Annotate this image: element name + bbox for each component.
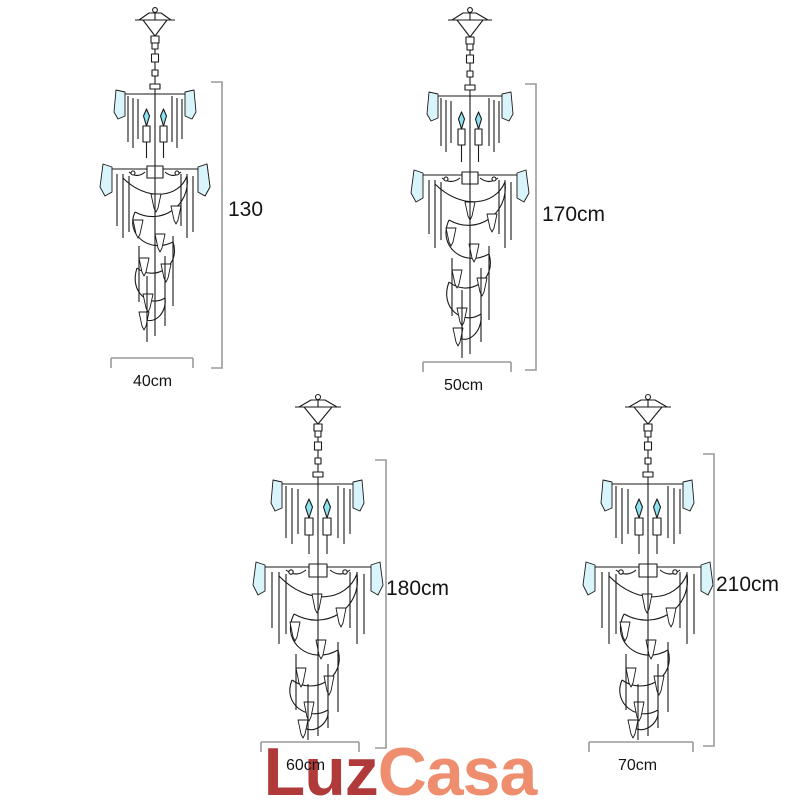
brand-watermark: LuzCasa [0,738,800,806]
width-dimension-line-40 [110,357,194,368]
chandelier-svg-50 [410,7,530,358]
width-dimension-line-50 [422,361,512,372]
watermark-text-luz: Luz [263,734,379,810]
width-dimension-line-60 [260,741,360,752]
product-drawing-chandelier-70 [578,392,718,742]
width-dimension-line-70 [588,741,694,752]
product-drawing-chandelier-40 [95,6,215,356]
height-label-70: 210cm [716,573,780,596]
product-drawing-chandelier-60 [248,392,388,742]
height-dimension-line-40 [211,81,223,369]
width-label-60: 60cm [286,757,326,774]
width-label-70: 70cm [618,757,658,774]
chandelier-svg-40 [99,7,211,342]
watermark-text-casa: Casa [377,734,538,810]
height-dimension-line-60 [375,459,387,749]
height-label-40: 130 [228,198,264,221]
width-label-50: 50cm [444,377,484,394]
height-dimension-line-50 [525,83,537,371]
width-label-40: 40cm [133,373,173,390]
chandelier-svg-70 [582,393,714,740]
height-dimension-line-70 [703,453,715,747]
product-drawing-chandelier-50 [405,6,535,366]
height-label-60: 180cm [386,577,450,600]
height-label-50: 170cm [542,203,606,226]
chandelier-svg-60 [252,393,384,740]
